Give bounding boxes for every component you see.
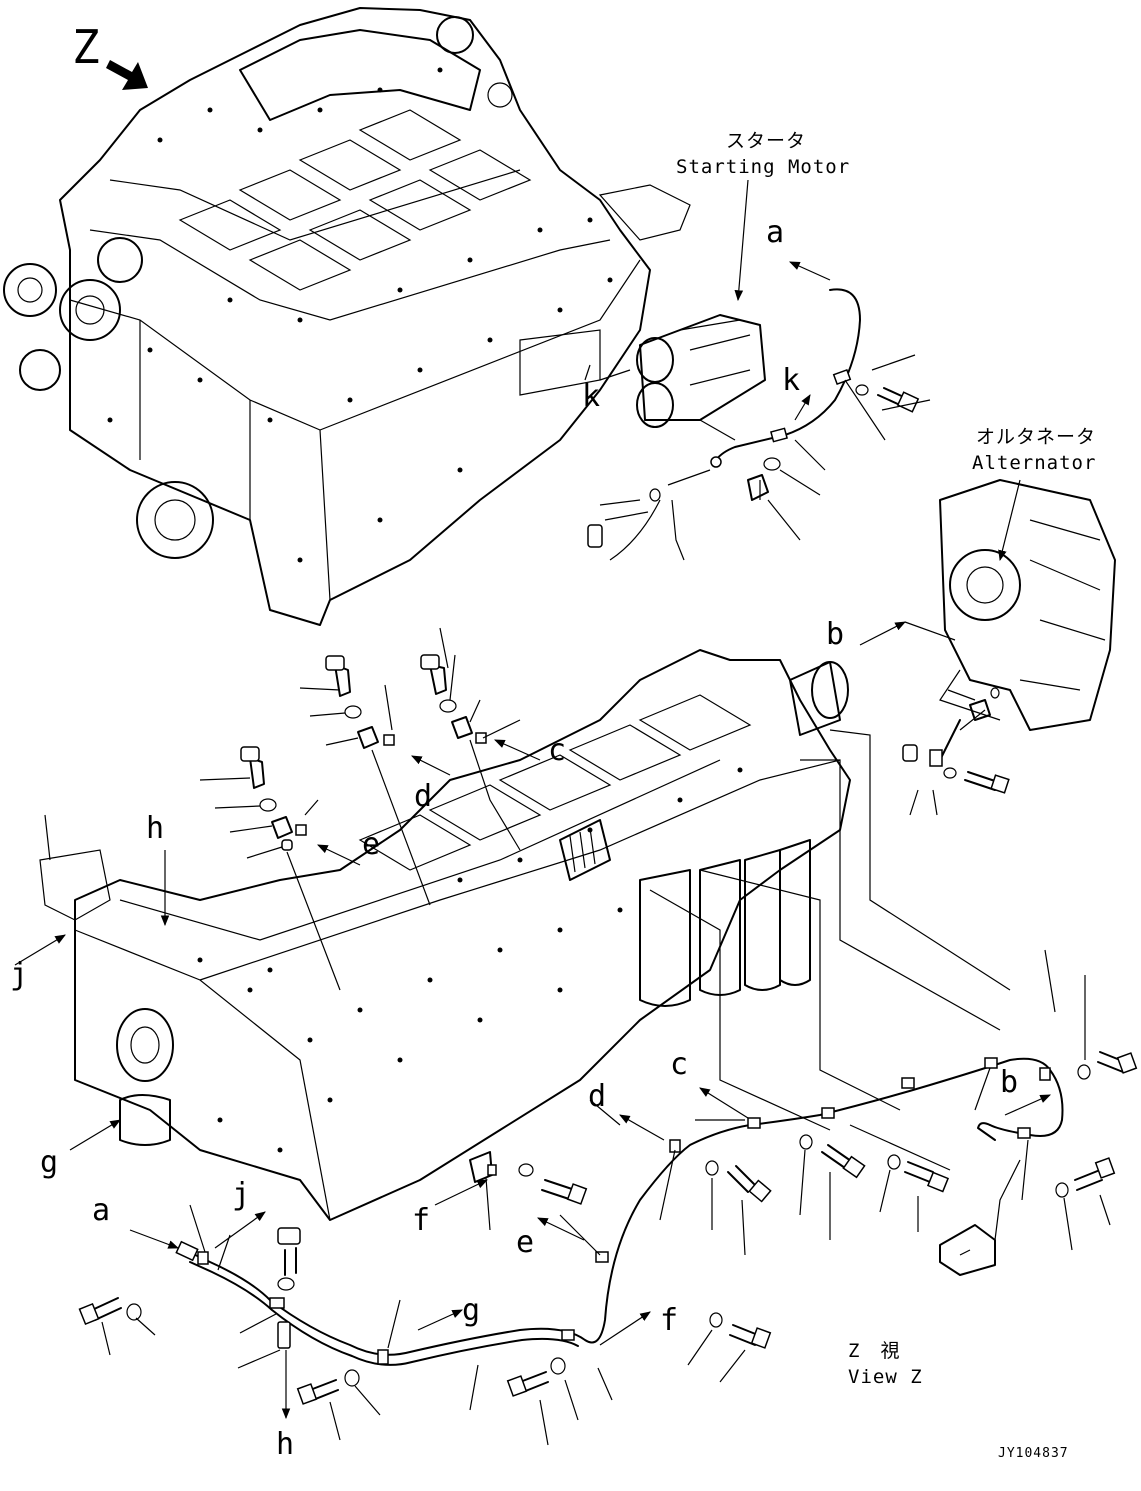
callout-c-top: c (548, 733, 567, 768)
view-z-label: Z (72, 20, 100, 74)
callout-b-right: b (1000, 1065, 1019, 1100)
drawing-number: JY104837 (998, 1446, 1069, 1461)
callout-j-left: j (10, 957, 29, 992)
callout-g-bottom: g (462, 1293, 481, 1328)
callout-h-top: h (146, 811, 165, 846)
starting-motor-label-en: Starting Motor (676, 156, 851, 178)
alternator-label-en: Alternator (972, 452, 1097, 474)
callout-f-bottom: f (660, 1303, 679, 1338)
alternator (859, 479, 1116, 816)
callout-a-bottom: a (92, 1193, 111, 1228)
callout-k-left: k (582, 379, 601, 414)
callout-e-mid: e (516, 1225, 535, 1260)
callout-h-bottom: h (276, 1427, 295, 1462)
callout-k-right: k (782, 363, 801, 398)
alternator-label-jp: オルタネータ (976, 426, 1097, 448)
callout-a-top: a (766, 215, 785, 250)
callout-b-top: b (826, 617, 845, 652)
exploded-terminals (199, 627, 541, 991)
view-z-caption-en: View Z (848, 1366, 923, 1388)
callout-e-top: e (362, 827, 381, 862)
callout-d-top: d (414, 779, 433, 814)
engine-lower (14, 649, 1011, 1221)
engine-upper (3, 7, 691, 626)
callout-d-mid: d (588, 1079, 607, 1114)
starting-motor (584, 179, 931, 561)
view-z-caption-jp: Z 視 (848, 1340, 901, 1362)
harness-view-z (78, 949, 1138, 1446)
starting-motor-label-jp: スタータ (726, 130, 807, 152)
callout-f-mid: f (412, 1203, 431, 1238)
callout-j-bottom: j (232, 1177, 251, 1212)
callout-g-left: g (40, 1145, 59, 1180)
callout-c-mid: c (670, 1047, 689, 1082)
